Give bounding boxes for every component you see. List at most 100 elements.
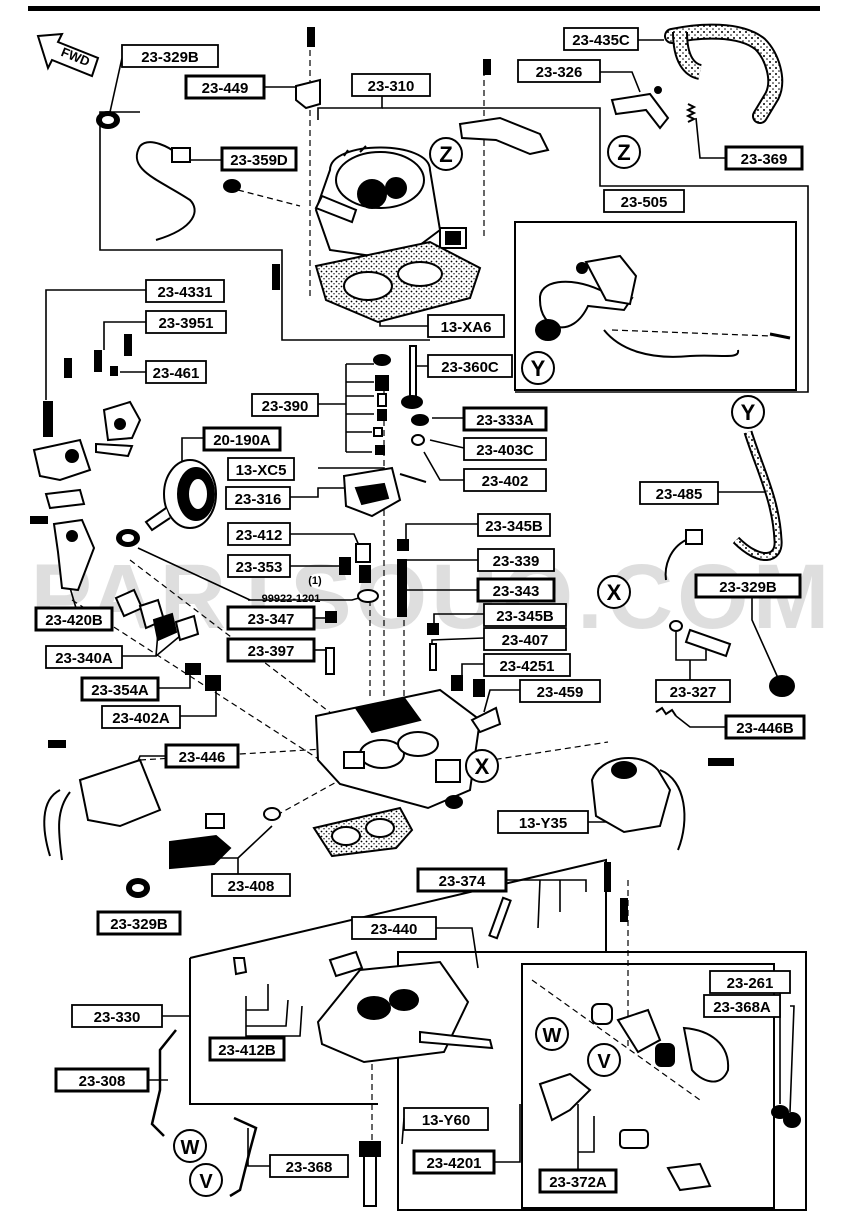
part-label: 23-330 [71,1004,163,1028]
part-label-text: 23-412 [236,527,283,544]
svg-text:X: X [607,580,622,605]
svg-text:W: W [181,1137,200,1159]
part-label-text: 23-407 [502,632,549,649]
part-label: 23-329B [121,44,219,68]
part-label-box [227,522,291,546]
fwd-arrow-icon: FWD [36,32,100,78]
part-label: 23-368 [269,1154,349,1178]
diaphragm-assembly-part [535,254,791,358]
part-label: 23-308 [54,1067,150,1093]
jet-parts [373,354,391,455]
svg-text:X: X [475,754,490,779]
svg-text:Z: Z [617,140,630,165]
spring-part [685,103,697,123]
part-label-text: 23-345B [496,608,554,625]
part-label-box [639,481,719,505]
part-label-text: 23-360C [441,359,499,376]
part-label-box [269,1154,349,1178]
part-label-box [251,393,319,417]
bracket-part [295,27,321,110]
leader-lines [45,39,809,1180]
part-label-box [145,360,207,384]
part-label: 23-390 [251,393,319,417]
part-label-text: 23-4201 [426,1155,481,1172]
assembly-frames [189,221,807,1211]
part-label-box [226,605,316,631]
needle-parts [401,345,429,446]
part-label-box [483,653,571,677]
part-label-text: 23-345B [485,518,543,535]
part-label-box [603,189,685,213]
part-label-text: 23-372A [549,1174,607,1191]
part-label-text: 23-4331 [157,284,212,301]
part-label-text: 23-368A [713,999,771,1016]
callout-x-2: X [465,749,499,783]
part-label-box [477,548,555,572]
part-label: 23-412B [208,1036,286,1062]
part-label-text: 23-435C [572,32,630,49]
svg-text:V: V [199,1171,213,1193]
part-label-text: 23-403C [476,442,534,459]
screw-parts [30,264,734,922]
part-label-text: 23-329B [141,49,199,66]
part-label: 23-339 [477,548,555,572]
sensor-part-2 [669,620,795,697]
part-label-box [538,1168,618,1194]
part-label-text: 23-310 [368,78,415,95]
part-label: 23-359D [220,146,298,172]
part-label-text: 23-340A [55,650,113,667]
part-label-text: 23-353 [236,559,283,576]
callout-w-1: W [535,1017,569,1051]
part-label: 23-4201 [412,1149,496,1175]
part-label-box [351,916,437,940]
part-label-box [208,1036,286,1062]
part-label-text: 23-402A [112,710,170,727]
part-label-text: 23-333A [476,412,534,429]
part-label-text: 23-359D [230,152,288,169]
solenoid-part [43,758,162,861]
part-label-box [427,314,505,338]
part-label: 23-354A [80,676,160,702]
part-label-text: 23-459 [537,684,584,701]
part-label: 23-340A [45,645,123,669]
part-label: 23-329B [96,910,182,936]
part-label-text: 23-461 [153,365,200,382]
part-label-text: 23-343 [493,583,540,600]
callout-y-1: Y [521,351,555,385]
part-label: 23-435C [563,27,639,51]
washer-part-2 [126,878,150,898]
part-label-text: 13-XC5 [236,462,287,479]
part-label-text: 23-316 [235,491,282,508]
part-label: 23-326 [517,59,601,83]
part-label-box [694,573,802,599]
part-label-text: 23-369 [741,151,788,168]
part-label: 23-3951 [145,310,227,334]
assembly-lines [71,50,773,1140]
part-label-text: 13-Y35 [519,815,567,832]
part-label-box [202,426,282,452]
sensor-part [135,141,241,241]
part-label-text: 23-446B [736,720,794,737]
part-label-box [34,606,114,632]
part-label-box [476,577,556,603]
part-label: 23-402A [101,705,181,729]
part-label-box [463,468,547,492]
o-ring-part [116,529,140,547]
part-label: 23-412 [227,522,291,546]
part-label-text: 23-408 [228,878,275,895]
rod-parts [150,1029,258,1198]
part-label: 23-345B [483,603,567,627]
linkage-set-part [232,957,801,1192]
part-label-box [655,679,731,703]
choke-parts [95,400,142,458]
svg-text:Y: Y [741,400,756,425]
washer-part [96,111,120,129]
part-label-box [703,994,781,1018]
part-label: 13-Y35 [497,810,589,834]
part-label: 23-347 [226,605,316,631]
lever-bracket-part [610,86,670,130]
part-label-box [211,873,291,897]
part-label: 23-459 [519,679,601,703]
